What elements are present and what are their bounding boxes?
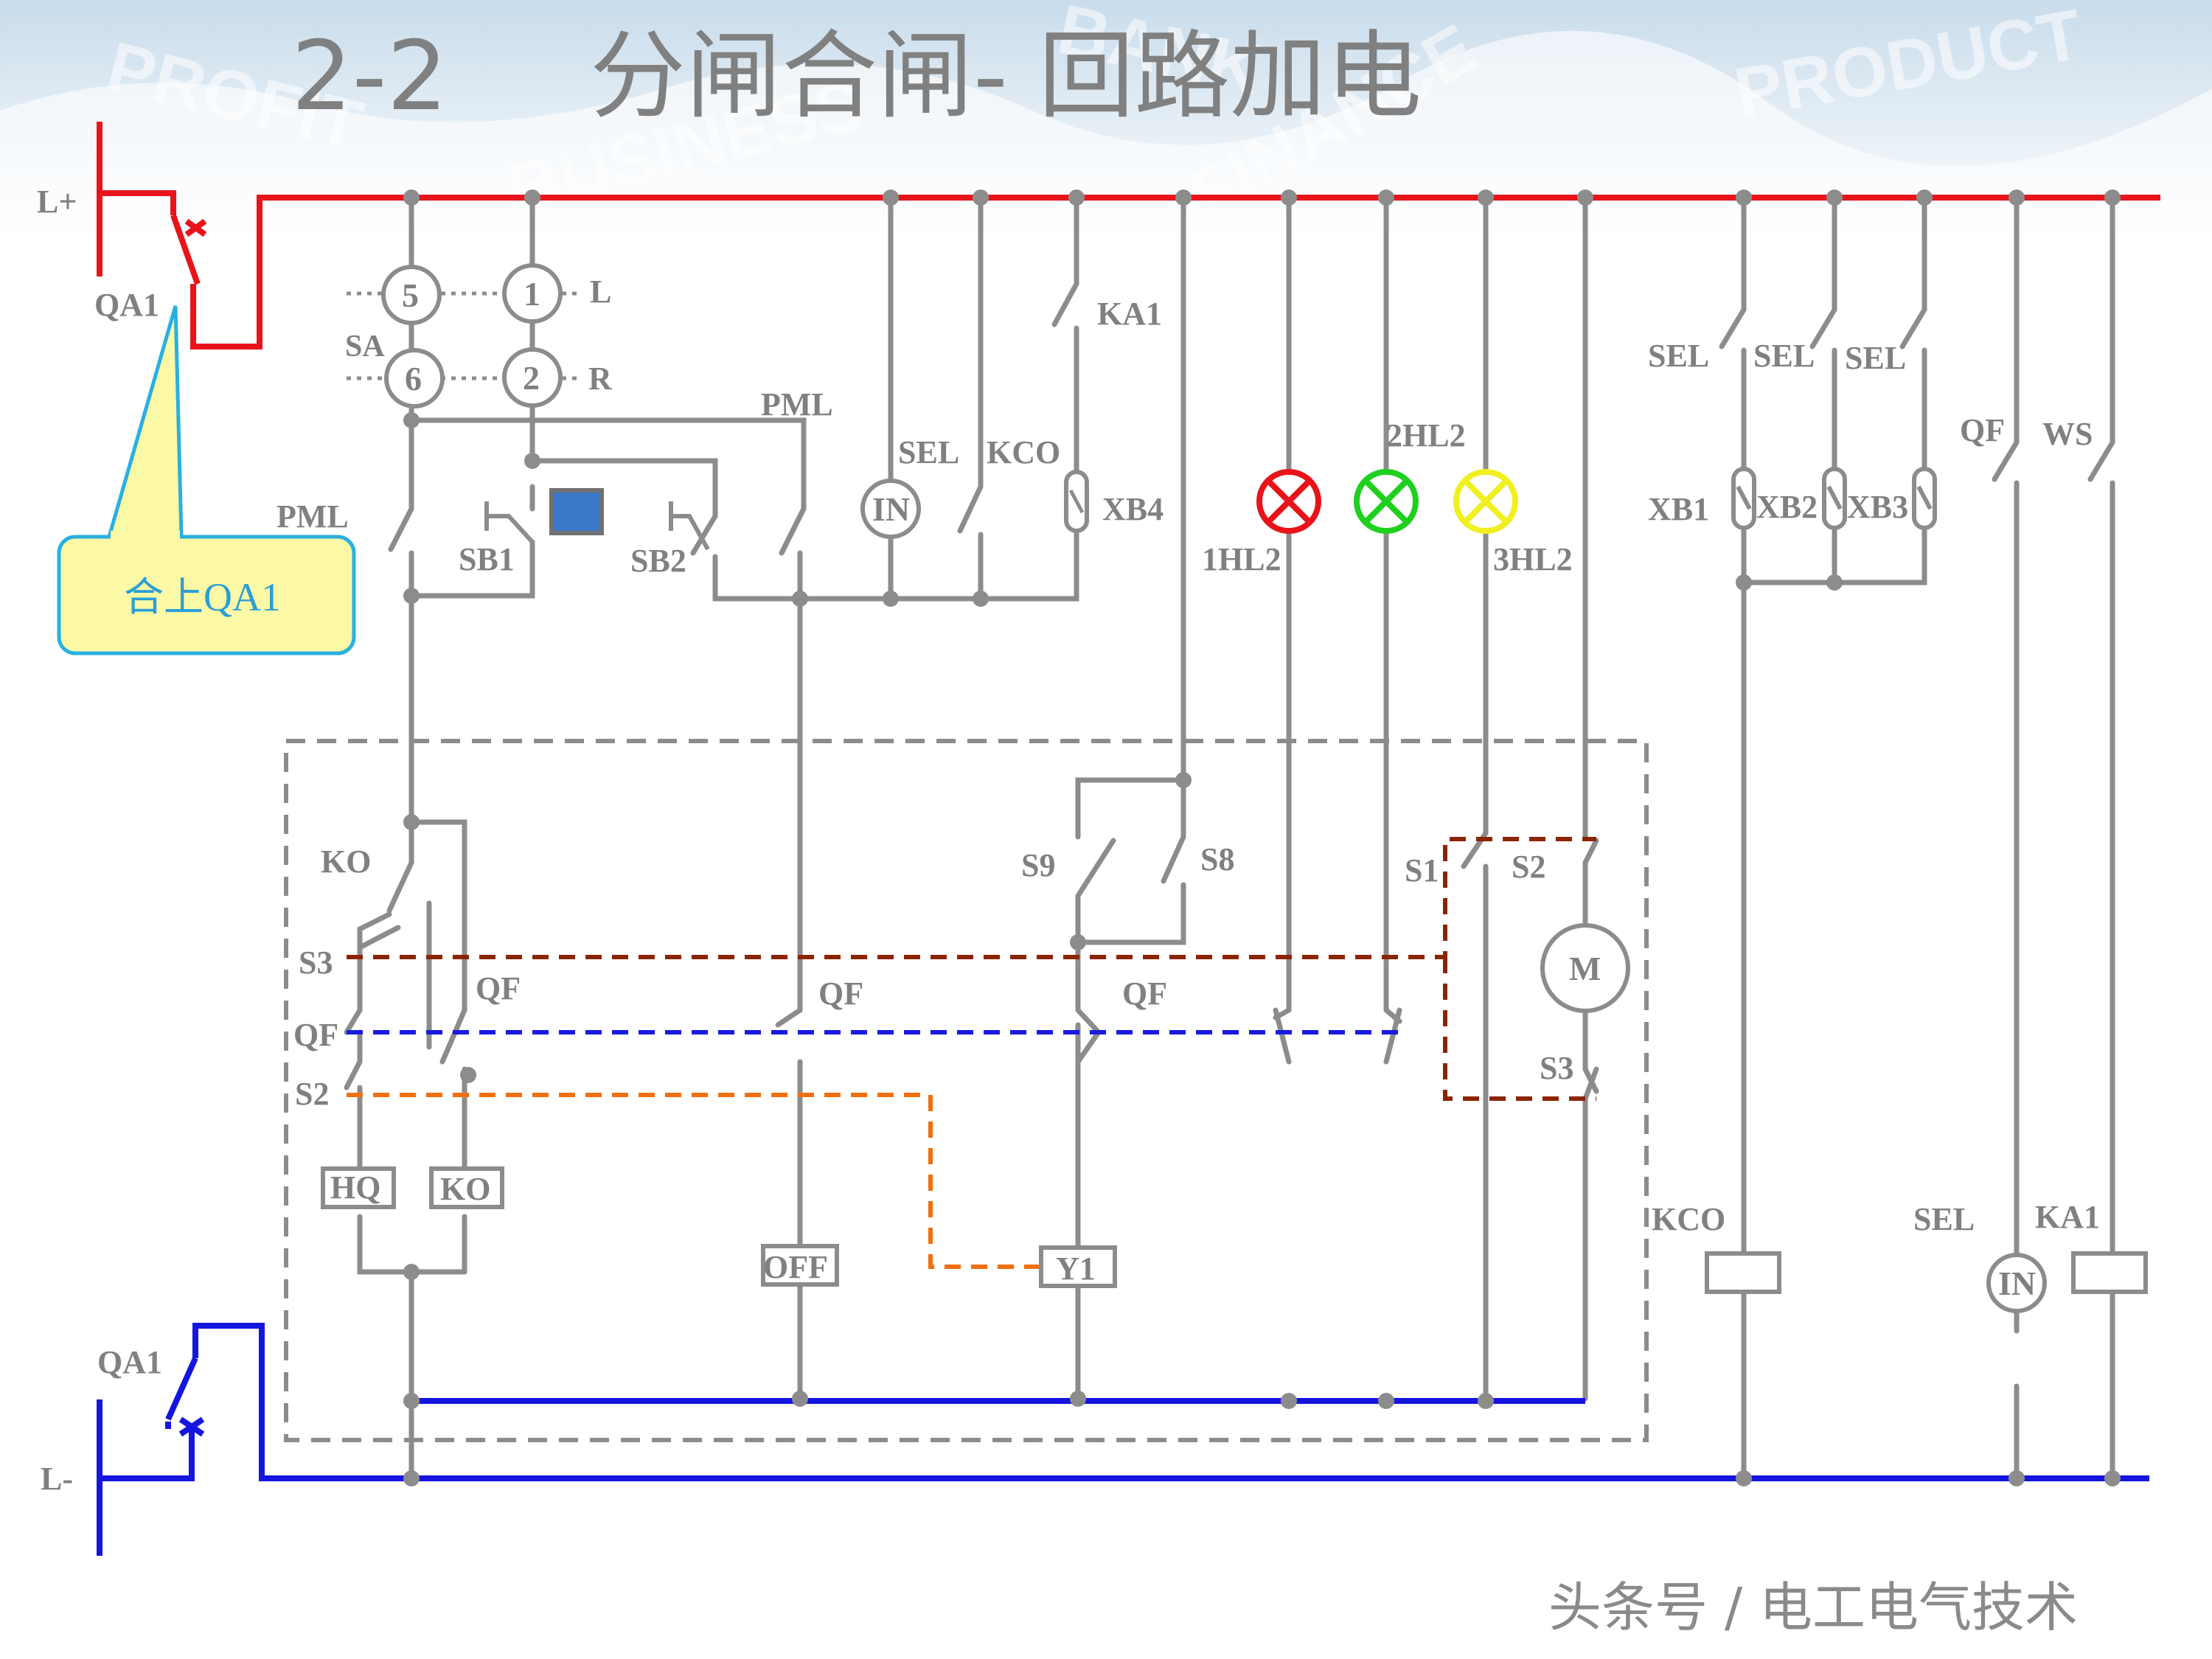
- push-button-sb1: [484, 501, 535, 544]
- label-s9: S9: [1021, 847, 1055, 883]
- in-meter-top-label: IN: [872, 490, 910, 528]
- grey-wiring: [344, 195, 2115, 1481]
- label-ko-coil: KO: [440, 1171, 490, 1207]
- label-sel-1: SEL: [1648, 338, 1709, 374]
- motor-label: M: [1569, 950, 1601, 987]
- label-1hl2: 1HL2: [1202, 541, 1281, 577]
- label-s8: S8: [1200, 841, 1234, 877]
- label-3hl2: 3HL2: [1493, 541, 1573, 577]
- label-sb1: SB1: [459, 541, 515, 577]
- sa-contact-1: [502, 263, 563, 324]
- coil-kco: [1705, 1251, 1781, 1294]
- label-ka1-top: KA1: [1097, 296, 1162, 332]
- label-2hl2: 2HL2: [1386, 417, 1466, 453]
- label-sel-bottom: SEL: [1913, 1201, 1975, 1237]
- label-s1: S1: [1405, 852, 1439, 888]
- callout-text: 合上QA1: [124, 575, 281, 619]
- sa-contact-5: [381, 265, 442, 325]
- mechanical-links: [347, 837, 1596, 1269]
- in-meter-bottom-label: IN: [1998, 1265, 2036, 1302]
- label-xb1: XB1: [1648, 491, 1709, 527]
- lamp-2hl2-green: [1354, 469, 1419, 534]
- label-s2-right: S2: [1512, 849, 1545, 885]
- label-qa1-bottom: QA1: [97, 1344, 162, 1380]
- rail-label-negative: L-: [41, 1461, 73, 1497]
- label-xb2: XB2: [1756, 489, 1818, 525]
- label-qf-right: QF: [1960, 412, 2005, 448]
- label-sb2: SB2: [630, 543, 686, 579]
- slide-number: 2-2: [291, 20, 448, 132]
- label-y1: Y1: [1056, 1251, 1096, 1287]
- coil-boxes: [321, 1166, 2148, 1294]
- in-meter-top: [860, 479, 921, 539]
- label-sel-mid: SEL: [898, 434, 959, 470]
- lamp-1hl2-red: [1256, 469, 1321, 534]
- label-kco-coil: KCO: [1652, 1201, 1725, 1237]
- sa-contact-5-label: 5: [402, 276, 419, 314]
- component-labels: QA1 QA1 SA L R PML PML SB1 SB2 SEL KCO K…: [94, 274, 2100, 1380]
- sa-contact-2: [502, 347, 563, 408]
- label-ko-contact: KO: [321, 844, 371, 880]
- label-xb3: XB3: [1847, 489, 1908, 525]
- label-qa1-top: QA1: [94, 287, 159, 323]
- label-qf-left-b: QF: [293, 1017, 338, 1053]
- sa-contact-6: [384, 348, 445, 408]
- coil-ka1: [2071, 1251, 2148, 1294]
- label-qf-y1: QF: [1122, 975, 1167, 1012]
- push-button-sb2: [669, 501, 710, 551]
- slide-title: 分闸合闸- 回路加电: [590, 20, 1422, 132]
- label-sa: SA: [345, 330, 385, 364]
- coil-ko: [429, 1166, 504, 1209]
- label-pml-top: PML: [761, 386, 833, 422]
- label-s3-right: S3: [1540, 1050, 1573, 1086]
- breaker-mechanism-box: [284, 739, 1649, 1442]
- label-sel-2: SEL: [1753, 338, 1815, 374]
- selector-switch-sa: 5 1 6 2: [347, 263, 582, 408]
- in-meter-bottom: [1986, 1253, 2047, 1313]
- label-off: OFF: [763, 1249, 828, 1285]
- rail-label-positive: L+: [37, 184, 77, 220]
- label-kco-top: KCO: [987, 434, 1060, 470]
- label-sel-3: SEL: [1845, 340, 1906, 376]
- lamp-3hl2-yellow: [1453, 469, 1518, 534]
- label-hq: HQ: [330, 1169, 380, 1206]
- label-ws: WS: [2042, 416, 2093, 452]
- motor: [1540, 923, 1630, 1013]
- label-s3-left: S3: [299, 945, 333, 981]
- label-s2-left: S2: [295, 1076, 329, 1112]
- label-qf-mid: QF: [818, 975, 863, 1012]
- coil-off: [761, 1244, 839, 1287]
- callout-close-qa1: [57, 305, 356, 655]
- blue-indicator-square: [549, 488, 604, 535]
- label-ka1-coil: KA1: [2035, 1199, 2100, 1235]
- junction-dots: [403, 189, 2121, 1486]
- links-xb1-xb3: [1731, 467, 1937, 530]
- label-sa-l: L: [590, 274, 611, 310]
- label-xb4: XB4: [1102, 491, 1164, 527]
- coil-y1: [1039, 1245, 1117, 1288]
- sa-contact-1-label: 1: [524, 275, 540, 313]
- sa-contact-2-label: 2: [523, 359, 540, 397]
- label-qf-left-a: QF: [476, 970, 521, 1006]
- coil-hq: [321, 1166, 396, 1209]
- sa-contact-6-label: 6: [405, 360, 422, 397]
- watermark: 头条号 / 电工电气技术: [1548, 1576, 2078, 1638]
- label-pml-left: PML: [276, 498, 349, 535]
- label-sa-r: R: [588, 361, 613, 397]
- header-background: PROFIT BUSINESS BANK FINANCE PRODUCT: [0, 0, 2212, 243]
